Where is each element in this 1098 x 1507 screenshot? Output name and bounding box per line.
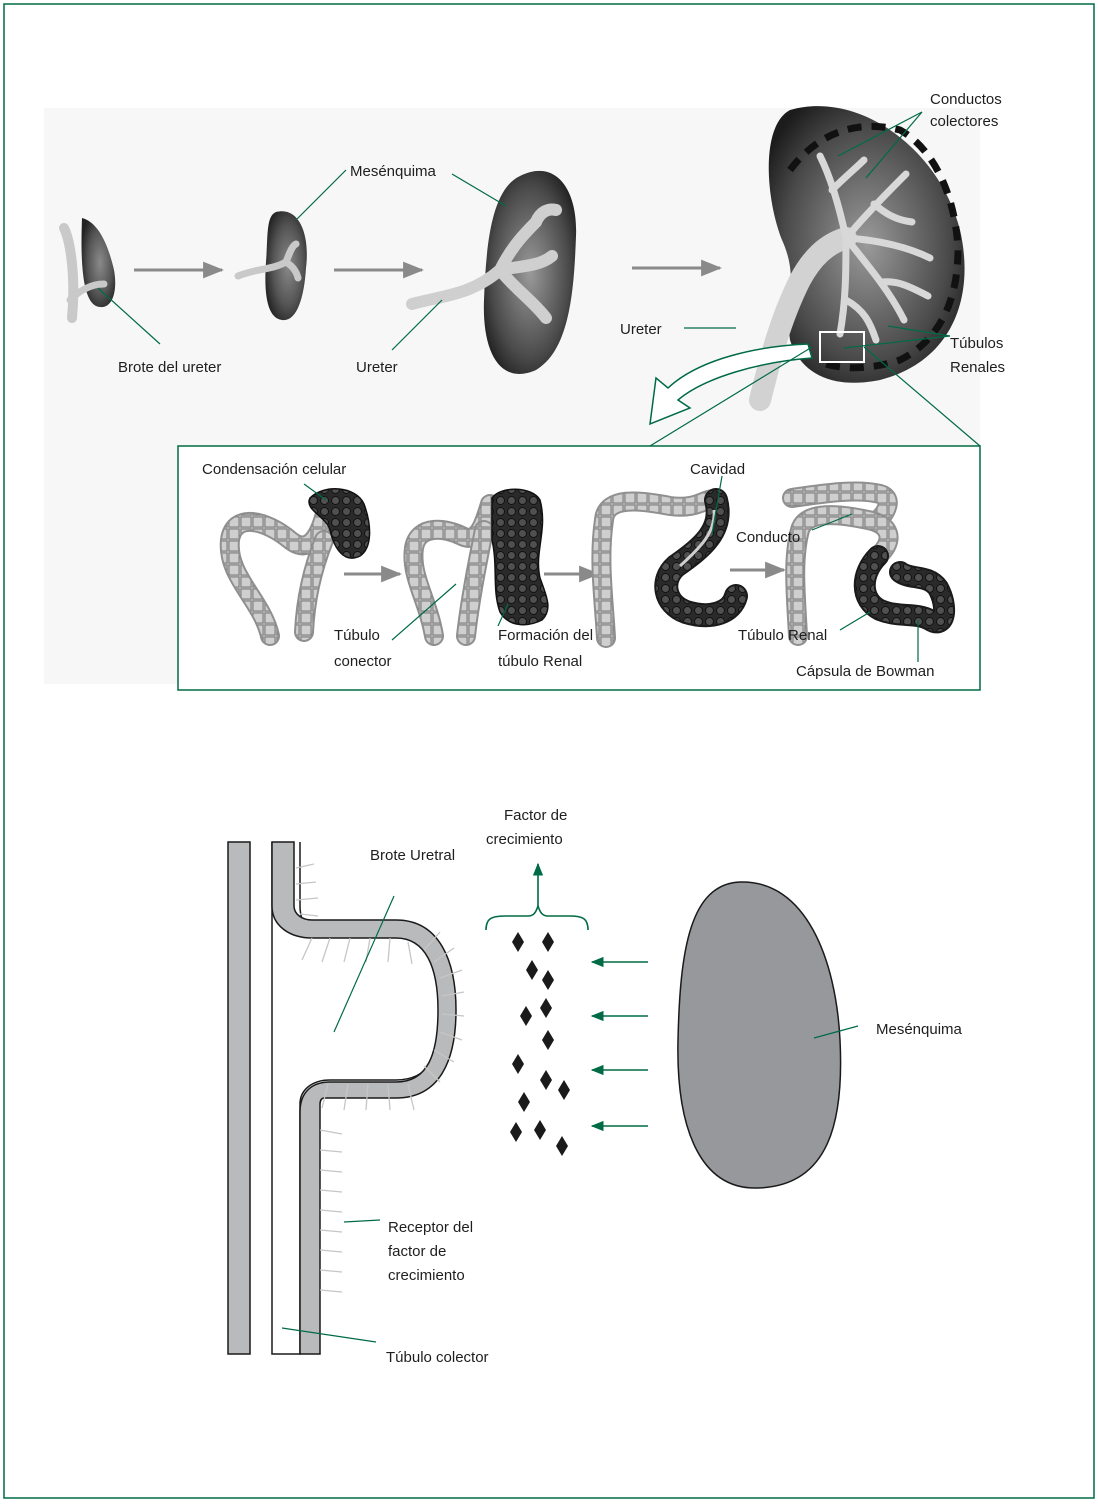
top-diagram: Brote del ureter Mesénquima Ureter Urete… [44,91,1005,690]
label-tubulo-renal: Túbulo Renal [738,627,827,644]
label-tubulo-colector: Túbulo colector [386,1349,489,1366]
label-ureter-mature: Ureter [620,321,662,338]
growth-factor-molecules [510,932,570,1156]
label-conductos-line1: Conductos [930,91,1002,108]
label-brote-ureter: Brote del ureter [118,359,221,376]
label-mesenquima-top: Mesénquima [350,163,437,180]
collecting-tubule-left-wall [228,842,250,1354]
factor-brace [486,906,588,930]
label-tubulo-conector-line2: conector [334,653,392,670]
bottom-diagram: Factor de crecimiento Brote Uretral Mesé… [228,700,963,1366]
label-brote-uretral: Brote Uretral [370,847,455,864]
label-conductos-line2: colectores [930,113,998,130]
label-receptor-line3: crecimiento [388,1267,465,1284]
label-conducto: Conducto [736,529,800,546]
label-tubulo-conector-line1: Túbulo [334,627,380,644]
label-tubulos-line2: Renales [950,359,1005,376]
label-capsula-bowman: Cápsula de Bowman [796,663,934,680]
label-factor-line2: crecimiento [486,831,563,848]
label-cavidad: Cavidad [690,461,745,478]
label-receptor-line2: factor de [388,1243,446,1260]
label-formacion-line2: túbulo Renal [498,653,582,670]
label-condensacion: Condensación celular [202,461,346,478]
mesenchyme-shape [678,882,841,1188]
label-formacion-line1: Formación del [498,627,593,644]
nephron-formation-inset: Condensación celular Cavidad Conducto Tú… [178,446,980,690]
label-mesenquima-bottom: Mesénquima [876,1021,963,1038]
label-ureter-stage3: Ureter [356,359,398,376]
label-factor-line1: Factor de [504,807,567,824]
label-receptor-line1: Receptor del [388,1219,473,1236]
label-tubulos-line1: Túbulos [950,335,1003,352]
signal-arrows [592,962,648,1126]
